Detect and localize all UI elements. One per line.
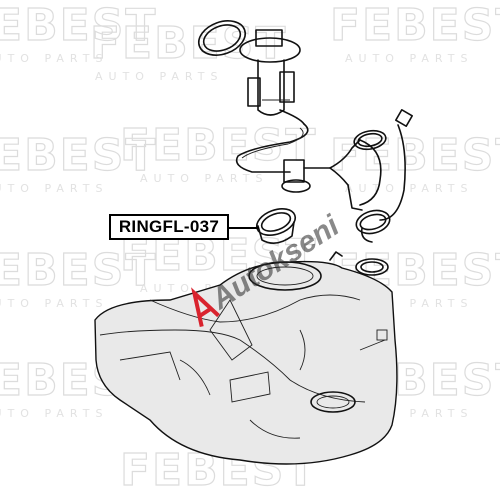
watermark-tagline: AUTO PARTS: [0, 297, 108, 310]
fuel-hose-parallel: [241, 127, 304, 159]
right-sealing-ring-top: [353, 129, 387, 151]
watermark-brand: FEBEST: [120, 120, 317, 171]
watermark-brand: FEBEST: [330, 0, 500, 51]
lock-ring-part: [255, 208, 297, 244]
central-connector: [281, 139, 361, 193]
fuel-pump-module: [239, 29, 305, 125]
tank-sensor-opening: [310, 391, 356, 413]
tank-seal: [355, 258, 389, 276]
watermark-brand: FEBEST: [0, 245, 157, 296]
part-number-callout: RINGFL-037: [109, 214, 229, 240]
watermark-tagline: AUTO PARTS: [0, 407, 108, 420]
secondary-ring: [355, 209, 391, 243]
watermark-brand: FEBEST: [0, 130, 157, 181]
fuel-hose: [235, 123, 309, 173]
tank-pump-opening: [248, 261, 322, 291]
watermark-tagline: AUTO PARTS: [0, 182, 108, 195]
top-sealing-ring: [197, 20, 247, 56]
watermark-brand: FEBEST: [330, 130, 500, 181]
watermark-tagline: AUTO PARTS: [95, 70, 223, 83]
fuel-tank: [94, 251, 398, 465]
part-number-label: RINGFL-037: [118, 217, 220, 236]
watermark-tagline: AUTO PARTS: [345, 182, 473, 195]
watermark-tagline: AUTO PARTS: [140, 172, 268, 185]
watermark-tagline: AUTO PARTS: [0, 52, 108, 65]
watermark-brand: FEBEST: [90, 18, 287, 69]
watermark-tagline: AUTO PARTS: [345, 52, 473, 65]
callout-leader-line: [229, 227, 259, 229]
watermark-brand: FEBEST: [0, 0, 157, 51]
